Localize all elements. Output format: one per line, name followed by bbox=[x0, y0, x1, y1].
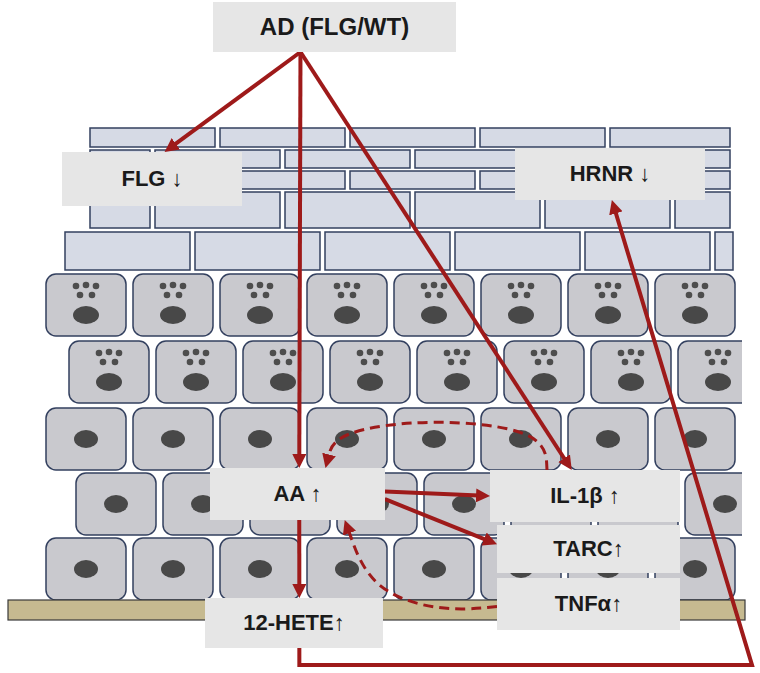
corneocyte bbox=[610, 128, 730, 147]
spinous-cell bbox=[655, 408, 735, 470]
factor-box: AD (FLG/WT) bbox=[213, 2, 456, 52]
corneocyte bbox=[715, 232, 733, 270]
factor-box: TARC↑ bbox=[497, 525, 680, 573]
granular-cell bbox=[220, 274, 300, 336]
node-text: TARC↑ bbox=[553, 536, 623, 561]
node-text: AA ↑ bbox=[273, 481, 321, 506]
corneocyte bbox=[455, 232, 580, 270]
node-text: IL-1β ↑ bbox=[550, 483, 620, 508]
effect-arrow bbox=[300, 52, 565, 461]
connectors bbox=[173, 52, 752, 665]
granular-cell bbox=[394, 274, 474, 336]
granular-cell bbox=[69, 341, 149, 403]
spinous-cell bbox=[394, 408, 474, 470]
corneocyte bbox=[65, 232, 190, 270]
effect-arrow bbox=[299, 211, 752, 665]
granular-cell bbox=[678, 341, 742, 403]
spinous-cell bbox=[685, 473, 742, 535]
granular-cell bbox=[243, 341, 323, 403]
basal-cell bbox=[46, 538, 126, 600]
keratinocyte-layers bbox=[46, 274, 742, 600]
granular-cell bbox=[46, 274, 126, 336]
node-text: AD (FLG/WT) bbox=[260, 13, 409, 41]
spinous-cell bbox=[220, 408, 300, 470]
corneocyte bbox=[585, 232, 710, 270]
granular-cell bbox=[655, 274, 735, 336]
basal-cell bbox=[220, 538, 300, 600]
granular-cell bbox=[330, 341, 410, 403]
factor-box: FLG ↓ bbox=[62, 152, 242, 206]
feedback-arrow bbox=[328, 422, 547, 470]
spinous-cell bbox=[568, 408, 648, 470]
corneocyte bbox=[350, 128, 475, 147]
factor-box: IL-1β ↑ bbox=[490, 470, 680, 522]
spinous-cell bbox=[133, 408, 213, 470]
node-text: 12-HETE↑ bbox=[243, 610, 344, 635]
factor-box: HRNR ↓ bbox=[515, 148, 705, 200]
corneocyte bbox=[480, 128, 605, 147]
corneocyte bbox=[285, 192, 410, 228]
granular-cell bbox=[481, 274, 561, 336]
corneocyte bbox=[350, 171, 475, 189]
basal-cell bbox=[394, 538, 474, 600]
factor-box: AA ↑ bbox=[210, 468, 385, 520]
node-text: FLG ↓ bbox=[121, 166, 182, 191]
effect-arrow bbox=[385, 491, 479, 495]
effect-arrow bbox=[173, 52, 300, 145]
basal-cell bbox=[307, 538, 387, 600]
basal-cell bbox=[133, 538, 213, 600]
spinous-cell bbox=[76, 473, 156, 535]
granular-cell bbox=[133, 274, 213, 336]
factor-box: 12-HETE↑ bbox=[205, 598, 383, 648]
granular-cell bbox=[504, 341, 584, 403]
corneocyte bbox=[220, 128, 345, 147]
node-text: HRNR ↓ bbox=[570, 161, 651, 186]
spinous-cell bbox=[481, 408, 561, 470]
effect-arrow bbox=[299, 52, 300, 457]
effect-arrow bbox=[297, 520, 301, 587]
granular-cell bbox=[417, 341, 497, 403]
granular-cell bbox=[156, 341, 236, 403]
factor-box: TNFα↑ bbox=[497, 578, 680, 630]
granular-cell bbox=[307, 274, 387, 336]
corneocyte bbox=[285, 150, 410, 168]
node-text: TNFα↑ bbox=[555, 591, 622, 616]
spinous-cell bbox=[307, 408, 387, 470]
spinous-cell bbox=[46, 408, 126, 470]
effect-arrow bbox=[385, 499, 487, 540]
